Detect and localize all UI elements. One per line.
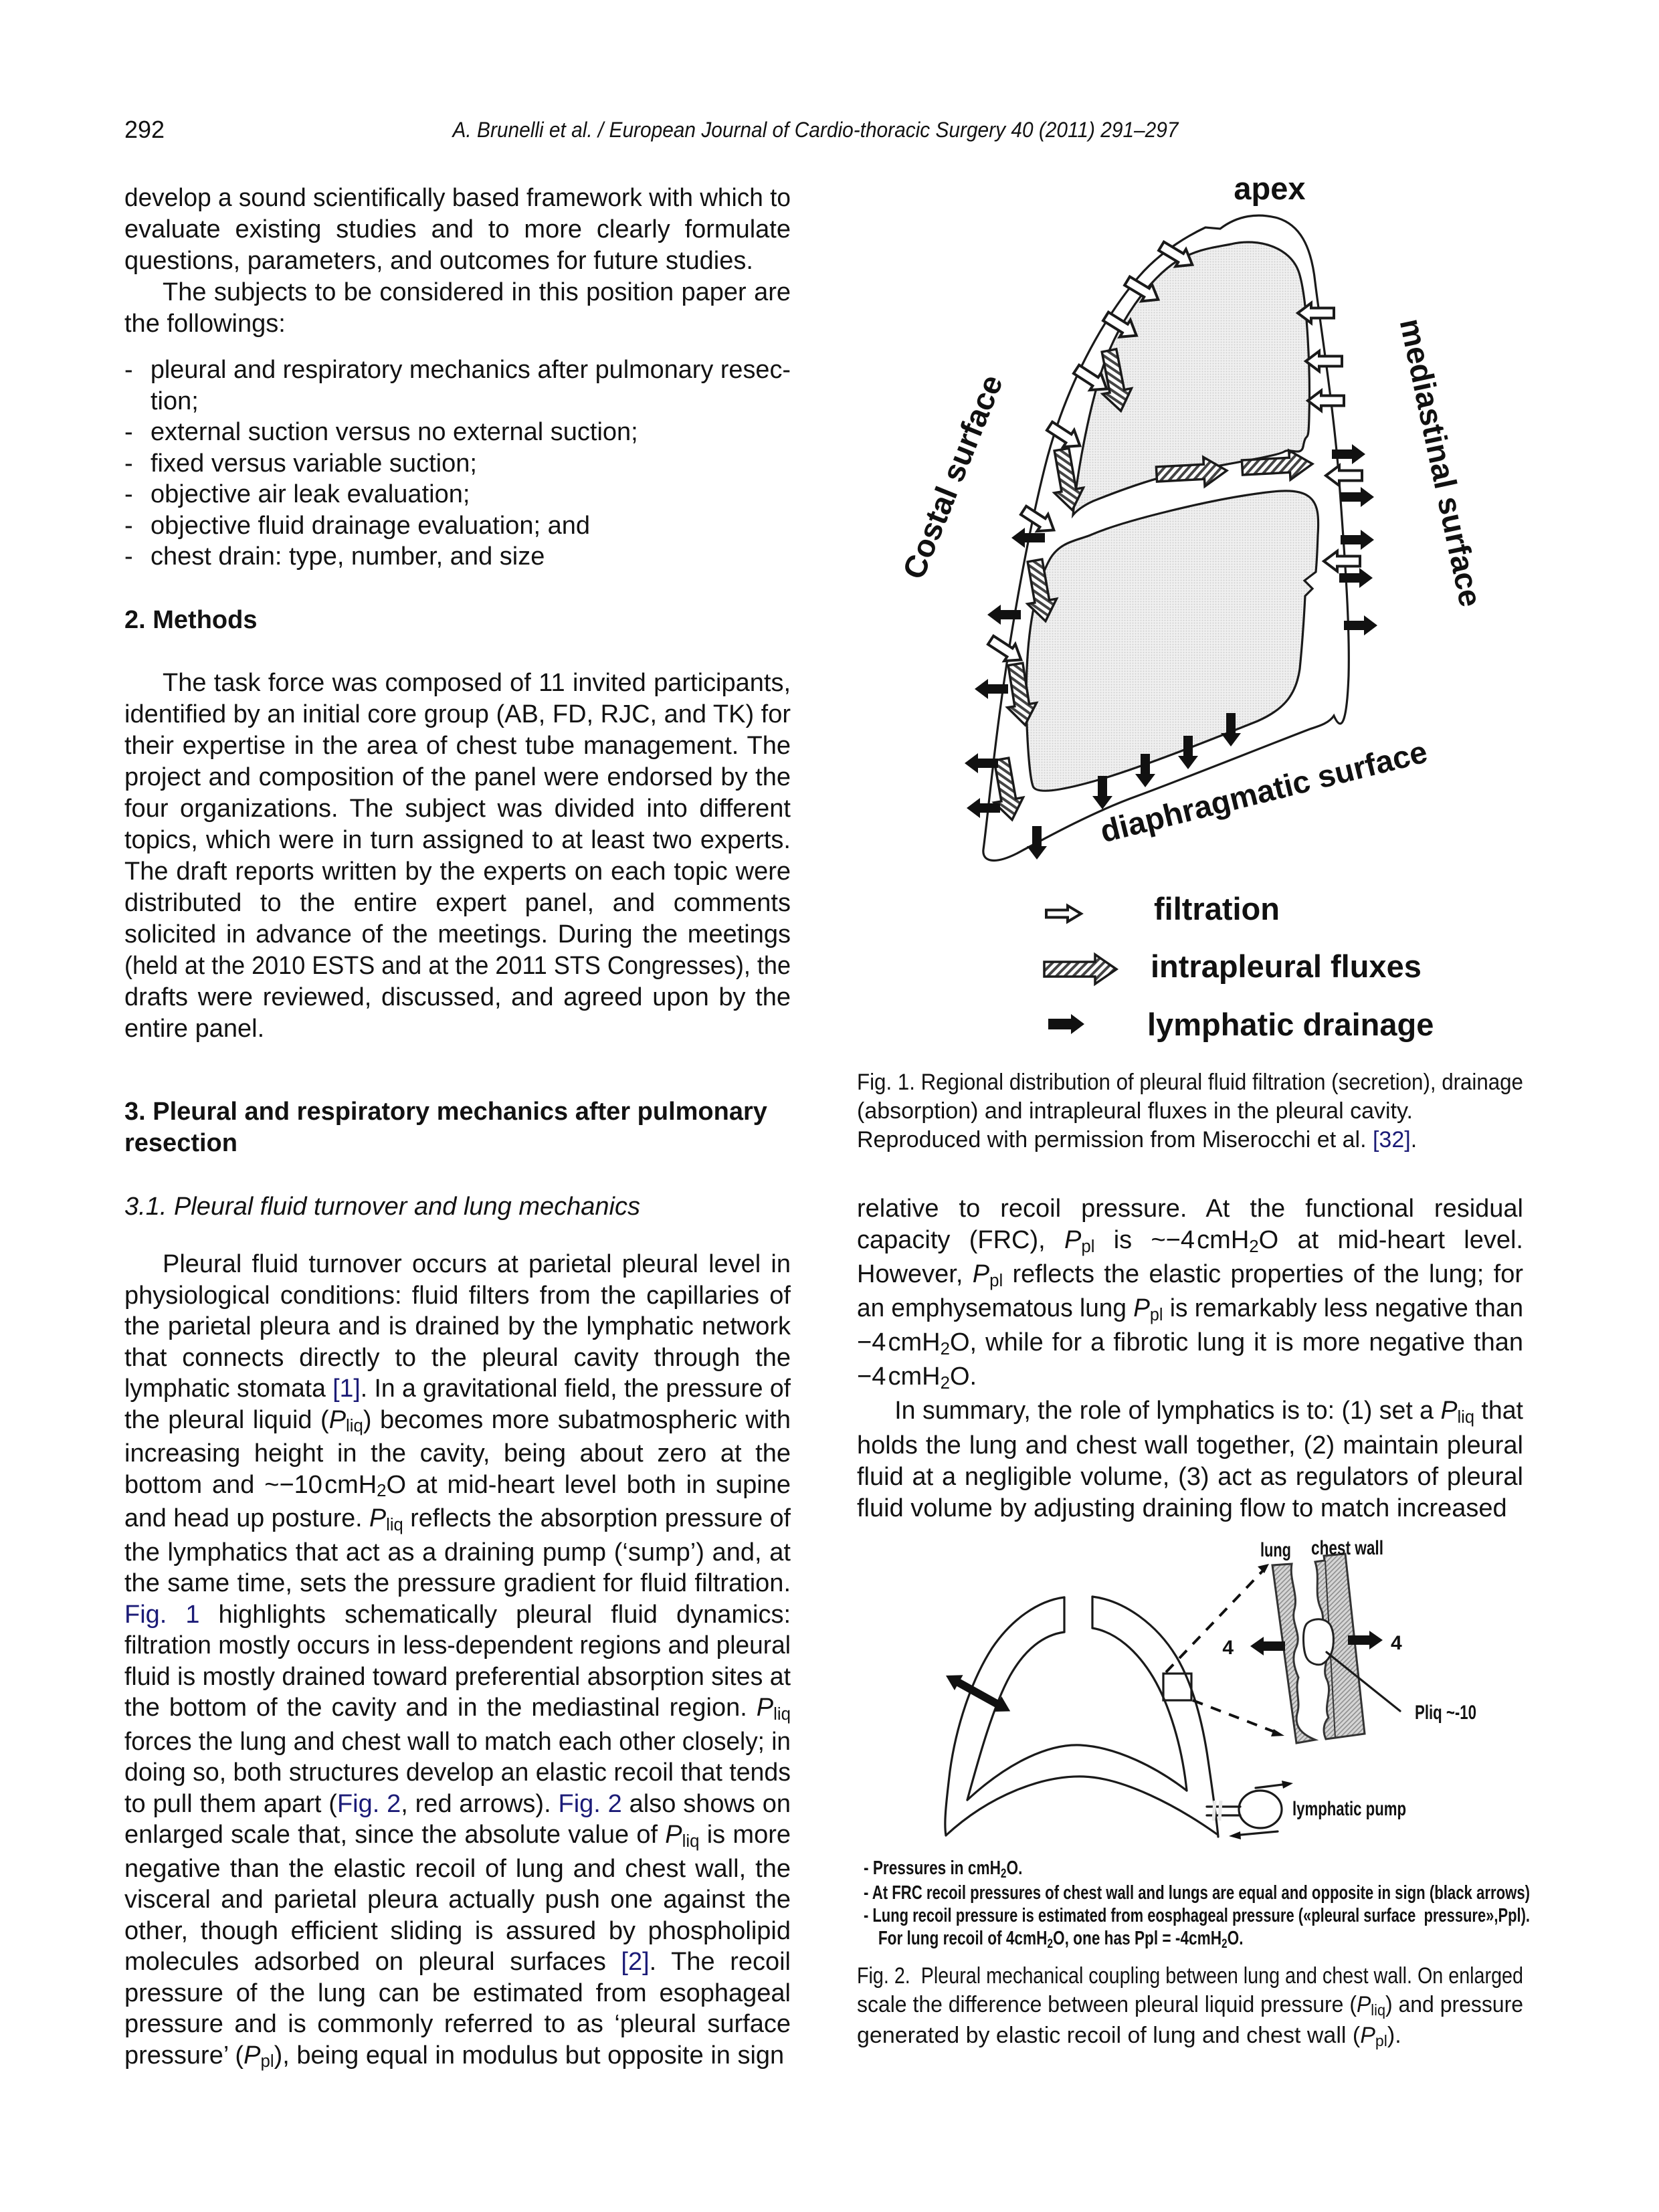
- svg-text:filtration: filtration: [1154, 891, 1280, 926]
- svg-text:lung: lung: [1260, 1539, 1291, 1561]
- svg-text:lymphatic drainage: lymphatic drainage: [1147, 1007, 1434, 1042]
- svg-text:chest wall: chest wall: [1311, 1537, 1383, 1559]
- svg-text:intrapleural fluxes: intrapleural fluxes: [1151, 948, 1422, 984]
- svg-text:4: 4: [1391, 1632, 1402, 1654]
- svg-text:Pliq ~-10: Pliq ~-10: [1415, 1702, 1476, 1724]
- svg-text:lymphatic pump: lymphatic pump: [1292, 1798, 1406, 1820]
- svg-text:apex: apex: [1234, 171, 1305, 206]
- svg-text:mediastinal surface: mediastinal surface: [1393, 315, 1489, 609]
- svg-text:4: 4: [1222, 1637, 1234, 1659]
- svg-text:Costal surface: Costal surface: [895, 370, 1009, 584]
